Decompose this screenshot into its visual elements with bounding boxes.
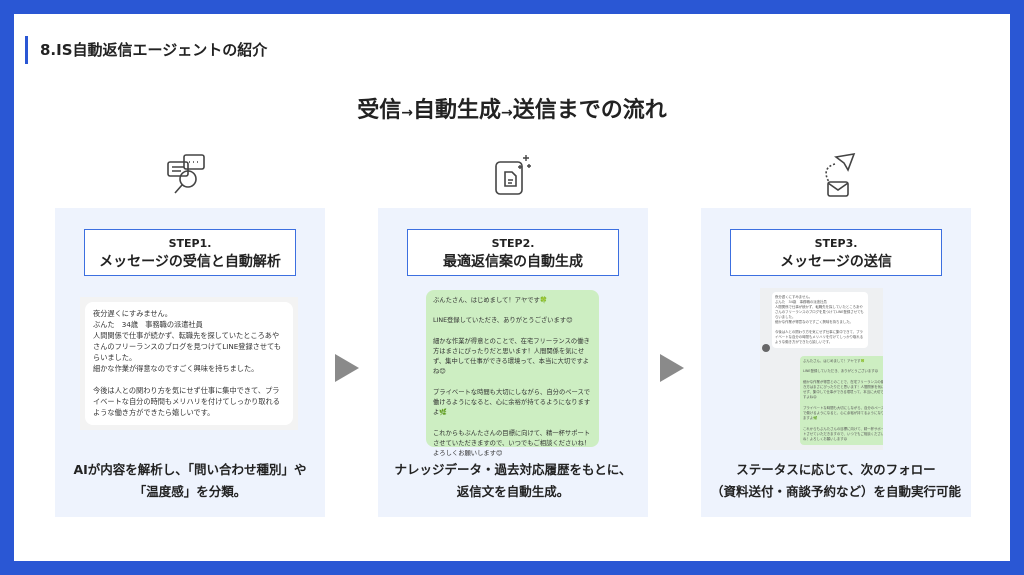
- desc-line: ナレッジデータ・過去対応履歴をもとに、: [394, 462, 632, 477]
- step-title: 最適返信案の自動生成: [443, 254, 583, 270]
- title-part-receive: 受信: [357, 98, 402, 123]
- desc-line: ステータスに応じて、次のフォロー: [736, 462, 936, 477]
- received-bubble: 夜分遅くにすみません。 ぶんた 34歳 事務職の派遣社員 人間関係で仕事が続かず…: [772, 292, 868, 348]
- page-title: 受信→自動生成→送信までの流れ: [14, 92, 1010, 124]
- step1-description: AIが内容を解析し、「問い合わせ種別」や「温度感」を分類。: [55, 459, 325, 503]
- desc-line: （資料送付・商談予約など）を自動実行可能: [710, 484, 961, 499]
- chat-screenshot: 夜分遅くにすみません。 ぶんた 34歳 事務職の派遣社員 人間関係で仕事が続かず…: [760, 288, 883, 450]
- arrow-right-icon: [660, 354, 684, 382]
- document-sparkle-icon: [495, 155, 531, 195]
- desc-line: 返信文を自動生成。: [456, 484, 570, 499]
- incoming-message-text: 夜分遅くにすみません。 ぶんた 34歳 事務職の派遣社員 人間関係で仕事が続かず…: [93, 309, 282, 417]
- title-part-send: 送信までの流れ: [512, 98, 667, 123]
- step-number: STEP1.: [168, 237, 212, 250]
- step3-description: ステータスに応じて、次のフォロー （資料送付・商談予約など）を自動実行可能: [701, 459, 971, 503]
- header-accent-bar: [25, 36, 28, 64]
- step-title: メッセージの送信: [780, 254, 892, 270]
- title-part-generate: 自動生成: [412, 98, 501, 123]
- header-title: 8.IS自動返信エージェントの紹介: [40, 41, 268, 59]
- step2-label: STEP2. 最適返信案の自動生成: [407, 229, 619, 276]
- send-mail-icon: [825, 152, 856, 197]
- title-arrow: →: [401, 105, 413, 121]
- step3-card: STEP3. メッセージの送信 夜分遅くにすみません。 ぶんた 34歳 事務職の派…: [701, 208, 971, 517]
- step-title: メッセージの受信と自動解析: [99, 254, 281, 270]
- chat-search-icon: [167, 154, 205, 194]
- arrow-right-icon: [335, 354, 359, 382]
- received-text: 夜分遅くにすみません。 ぶんた 34歳 事務職の派遣社員 人間関係で仕事が続かず…: [775, 295, 864, 344]
- step3-label: STEP3. メッセージの送信: [730, 229, 942, 276]
- step2-description: ナレッジデータ・過去対応履歴をもとに、返信文を自動生成。: [378, 459, 648, 503]
- slide: 8.IS自動返信エージェントの紹介 受信→自動生成→送信までの流れ STEP1.…: [14, 14, 1010, 561]
- sent-text: ぶんたさん、はじめまして！アヤです🍀 LINE登録していただき、ありがとうござい…: [803, 359, 883, 442]
- generated-reply-screenshot: ぶんたさん、はじめまして！アヤです🍀 LINE登録していただき、ありがとうござい…: [426, 290, 599, 457]
- step-number: STEP3.: [814, 237, 858, 250]
- step1-card: STEP1. メッセージの受信と自動解析 夜分遅くにすみません。 ぶんた 34歳 …: [55, 208, 325, 517]
- incoming-message-screenshot: 夜分遅くにすみません。 ぶんた 34歳 事務職の派遣社員 人間関係で仕事が続かず…: [80, 297, 298, 430]
- step-number: STEP2.: [491, 237, 535, 250]
- generated-reply-text: ぶんたさん、はじめまして！アヤです🍀 LINE登録していただき、ありがとうござい…: [433, 297, 591, 458]
- step1-label: STEP1. メッセージの受信と自動解析: [84, 229, 296, 276]
- desc-line: 「温度感」を分類。: [133, 484, 247, 499]
- desc-line: AIが内容を解析し、「問い合わせ種別」や: [73, 462, 307, 477]
- step2-card: STEP2. 最適返信案の自動生成 ぶんたさん、はじめまして！アヤです🍀 LINE…: [378, 208, 648, 517]
- avatar: [762, 344, 770, 352]
- sent-bubble: ぶんたさん、はじめまして！アヤです🍀 LINE登録していただき、ありがとうござい…: [800, 356, 883, 446]
- title-arrow: →: [501, 105, 513, 121]
